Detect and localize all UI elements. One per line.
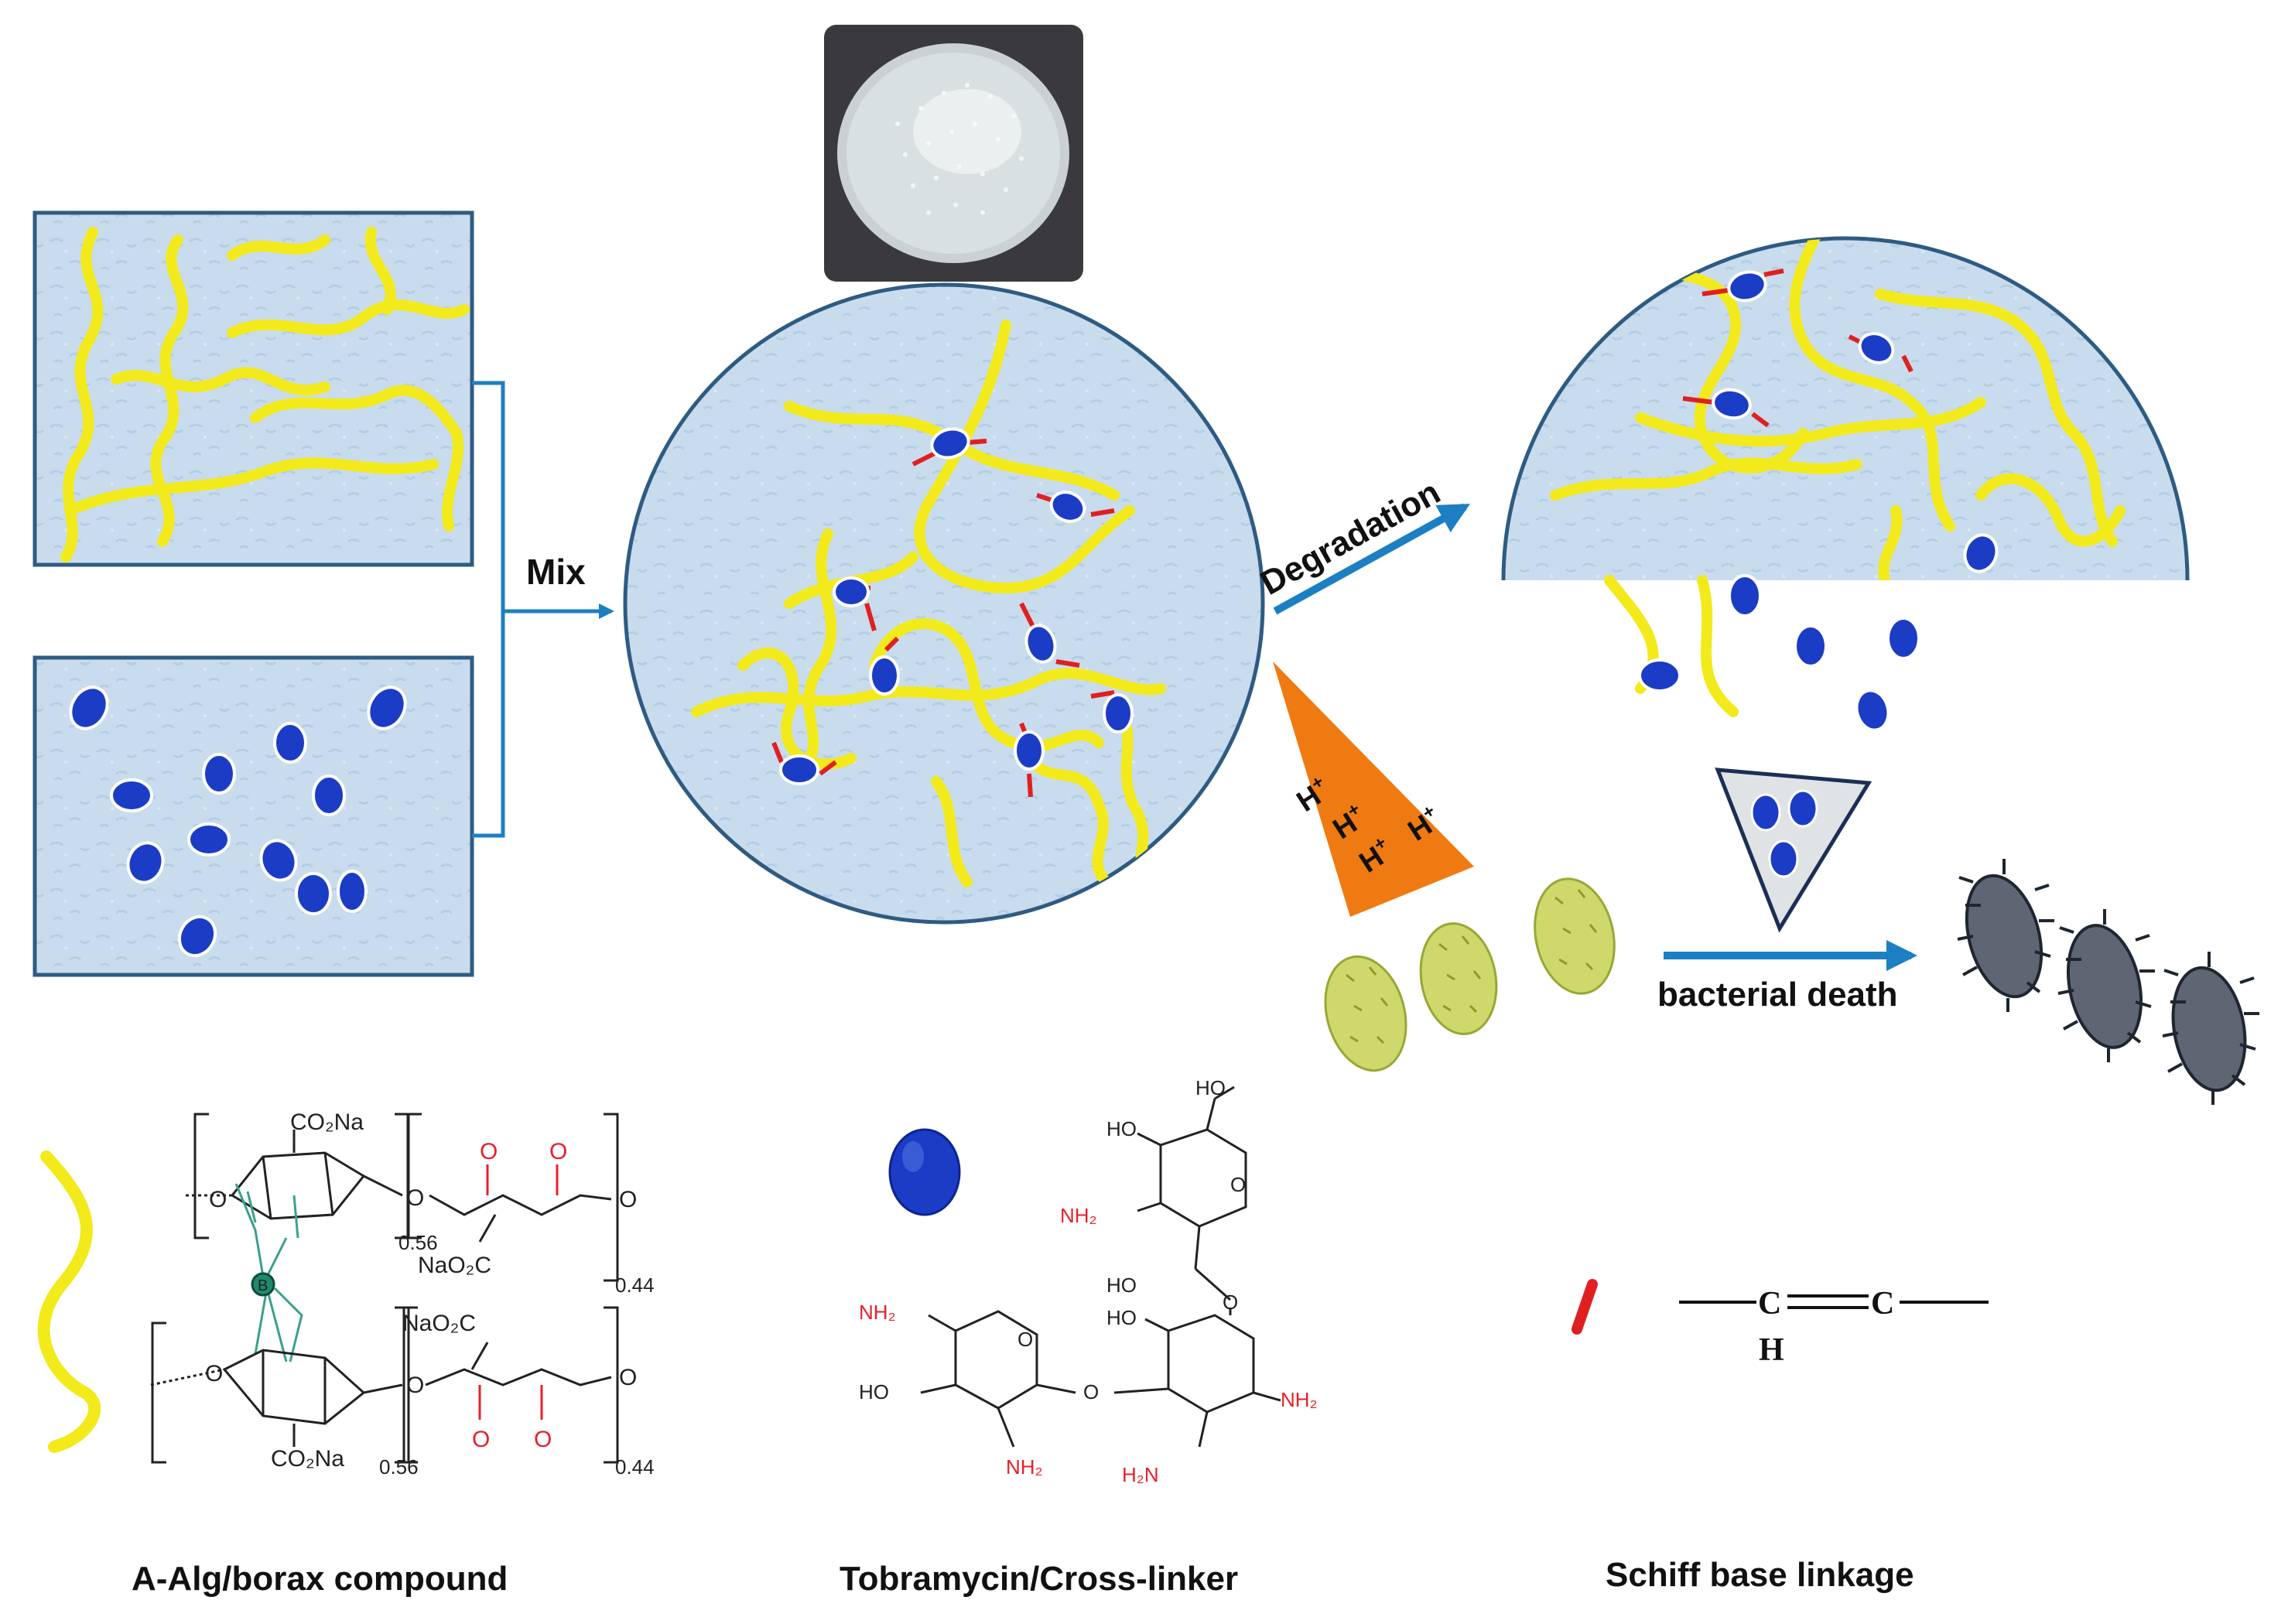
alginate-chains <box>60 227 470 562</box>
ring-o-6: O <box>619 1365 637 1390</box>
ring-o-t2: O <box>1017 1328 1033 1351</box>
schiff-h: H <box>1759 1332 1784 1368</box>
co2na-top: CO₂Na <box>290 1109 364 1135</box>
bacterial-death-label: bacterial death <box>1657 976 1898 1014</box>
glyco-o-2: O <box>1083 1380 1099 1403</box>
mix-bracket <box>472 381 614 838</box>
ring-o-4: O <box>205 1361 223 1386</box>
ring-o-5: O <box>406 1373 424 1398</box>
legend-schiff: C C H Schiff base linkage <box>1572 1279 1989 1594</box>
bacterium-2 <box>1419 922 1498 1035</box>
dead-bacterium-1 <box>1957 859 2054 1012</box>
tobramycin-particles <box>69 685 407 958</box>
ho-3: HO <box>1106 1274 1137 1297</box>
degradation-label: Degradation <box>1254 473 1446 602</box>
carbonyl-o-1: O <box>480 1139 498 1164</box>
bacterial-death-arrow: bacterial death <box>1657 940 1917 1014</box>
released-drug-triangle <box>1715 768 1872 933</box>
dead-bacterium-2 <box>2057 909 2155 1062</box>
ring-o-t1: O <box>1230 1173 1246 1196</box>
legend-schiff-label: Schiff base linkage <box>1606 1556 1914 1594</box>
ho-2: HO <box>1106 1117 1137 1140</box>
live-bacteria <box>1324 877 1616 1072</box>
tobramycin-solution-box <box>32 655 474 977</box>
remaining-tobramycin <box>1712 270 1999 573</box>
nh2-4: NH₂ <box>1006 1455 1043 1479</box>
hydrogel-photo <box>824 25 1083 282</box>
sub-044-top: 0.44 <box>615 1274 655 1297</box>
degradation-arrow: Degradation <box>1254 473 1471 615</box>
carbonyl-o-4: O <box>534 1427 552 1452</box>
alginate-structure <box>150 1113 619 1464</box>
alginate-solution-box <box>32 210 474 567</box>
ring-o-1: O <box>209 1187 227 1212</box>
legend-tobramycin-label: Tobramycin/Cross-linker <box>840 1560 1238 1598</box>
legend-chain-symbol <box>37 1150 101 1453</box>
schiff-c-2: C <box>1871 1286 1894 1321</box>
schiff-c-1: C <box>1758 1286 1781 1321</box>
boron-label: B <box>258 1277 268 1294</box>
sub-056-bottom: 0.56 <box>379 1455 419 1479</box>
co2na-bottom: CO₂Na <box>271 1446 344 1472</box>
mix-label: Mix <box>526 552 586 592</box>
bound-tobramycin <box>779 427 1134 785</box>
dead-bacteria <box>1957 859 2259 1105</box>
schiff-links <box>771 439 1115 798</box>
legend-alginate-label: A-Alg/borax compound <box>132 1560 508 1598</box>
released-tobramycin <box>1638 574 1920 732</box>
schiff-structure <box>1679 1294 1989 1309</box>
nh2-2: NH₂ <box>1281 1388 1318 1411</box>
sub-056-top: 0.56 <box>398 1231 438 1254</box>
sub-044-bottom: 0.44 <box>615 1455 655 1479</box>
ho-4: HO <box>1106 1306 1137 1329</box>
carbonyl-o-3: O <box>472 1427 490 1452</box>
legend-drug-symbol <box>888 1128 961 1216</box>
dead-bacterium-3 <box>2162 952 2259 1105</box>
legend-tobramycin: HO HO NH₂ O HO O HO NH₂ O H₂N NH₂ HO O N… <box>840 1076 1318 1598</box>
nh2-3: NH₂ <box>859 1301 896 1324</box>
ho-5: HO <box>859 1380 889 1403</box>
ring-o-3: O <box>619 1187 637 1212</box>
boron-atom <box>251 1272 275 1297</box>
naO2c-bottom: NaO₂C <box>402 1311 476 1336</box>
carbonyl-o-2: O <box>549 1139 567 1164</box>
crosslinked-hydrogel <box>623 282 1265 925</box>
degraded-chains <box>1550 238 2126 580</box>
legend-alginate: B CO₂Na 0.56 NaO₂C 0.44 O O O O O NaO₂C … <box>37 1109 655 1598</box>
glyco-o-1: O <box>1223 1291 1238 1314</box>
degraded-hydrogel <box>1501 236 2190 732</box>
legend-link-symbol <box>1572 1279 1598 1335</box>
naO2c-top: NaO₂C <box>418 1253 491 1278</box>
bacterium-3 <box>1534 877 1616 995</box>
ring-o-2: O <box>406 1185 424 1211</box>
degraded-links <box>1682 268 1914 428</box>
nh2-1: NH₂ <box>1060 1204 1097 1227</box>
bacterium-1 <box>1324 955 1407 1072</box>
ho-1: HO <box>1195 1076 1226 1099</box>
escaping-chains <box>1604 575 1739 717</box>
h2n-1: H₂N <box>1122 1463 1159 1486</box>
tobramycin-structure <box>920 1086 1281 1448</box>
acid-environment: H+ H+ H+ H+ <box>1273 662 1474 917</box>
